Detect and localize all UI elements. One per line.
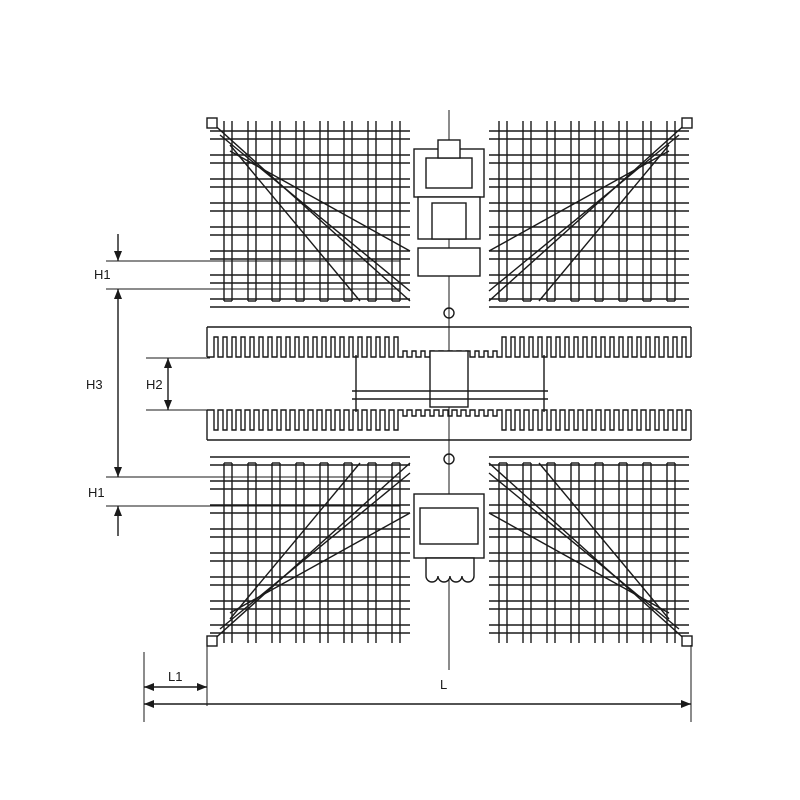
fin-line <box>219 134 411 292</box>
label-h3: H3 <box>86 377 103 392</box>
fin-line <box>229 462 361 620</box>
fin-corner <box>681 117 693 129</box>
fin-line <box>488 134 680 292</box>
fin-corner <box>681 635 693 647</box>
fin-teeth <box>207 409 691 431</box>
label-h1-bottom: H1 <box>88 485 105 500</box>
fin-line <box>209 120 411 302</box>
center-assembly <box>352 110 548 670</box>
top-pivot <box>443 307 455 319</box>
fin-line <box>488 120 690 302</box>
fins-bottom-left <box>206 456 411 647</box>
fin-line <box>538 144 670 302</box>
fin-corner <box>206 117 218 129</box>
center-block <box>429 350 469 408</box>
label-h1-top: H1 <box>94 267 111 282</box>
bottom-pivot <box>443 453 455 465</box>
label-h2: H2 <box>146 377 163 392</box>
fin-line <box>488 462 690 644</box>
fin-corner <box>206 635 218 647</box>
fin-line <box>488 472 680 630</box>
bottom-connector <box>425 557 475 583</box>
fin-line <box>538 462 670 620</box>
fin-line <box>209 462 411 644</box>
fin-line <box>229 150 411 252</box>
fins-top-left <box>206 117 411 308</box>
fin-line <box>229 144 361 302</box>
label-l1: L1 <box>168 669 182 684</box>
top-bolt-head <box>437 139 461 159</box>
top-threaded-insert <box>431 202 467 240</box>
fins-top-right <box>488 117 693 308</box>
label-l: L <box>440 677 447 692</box>
top-clamp-inner <box>425 157 473 189</box>
fin-line <box>488 150 670 252</box>
top-nut <box>417 247 481 277</box>
fins-bottom-right <box>488 456 693 647</box>
bottom-clamp-inner <box>419 507 479 545</box>
fin-line <box>219 472 411 630</box>
fin-line <box>488 512 670 614</box>
dimensions: H1 H3 H1 H2 L1 L <box>86 234 692 722</box>
fin-line <box>229 512 411 614</box>
